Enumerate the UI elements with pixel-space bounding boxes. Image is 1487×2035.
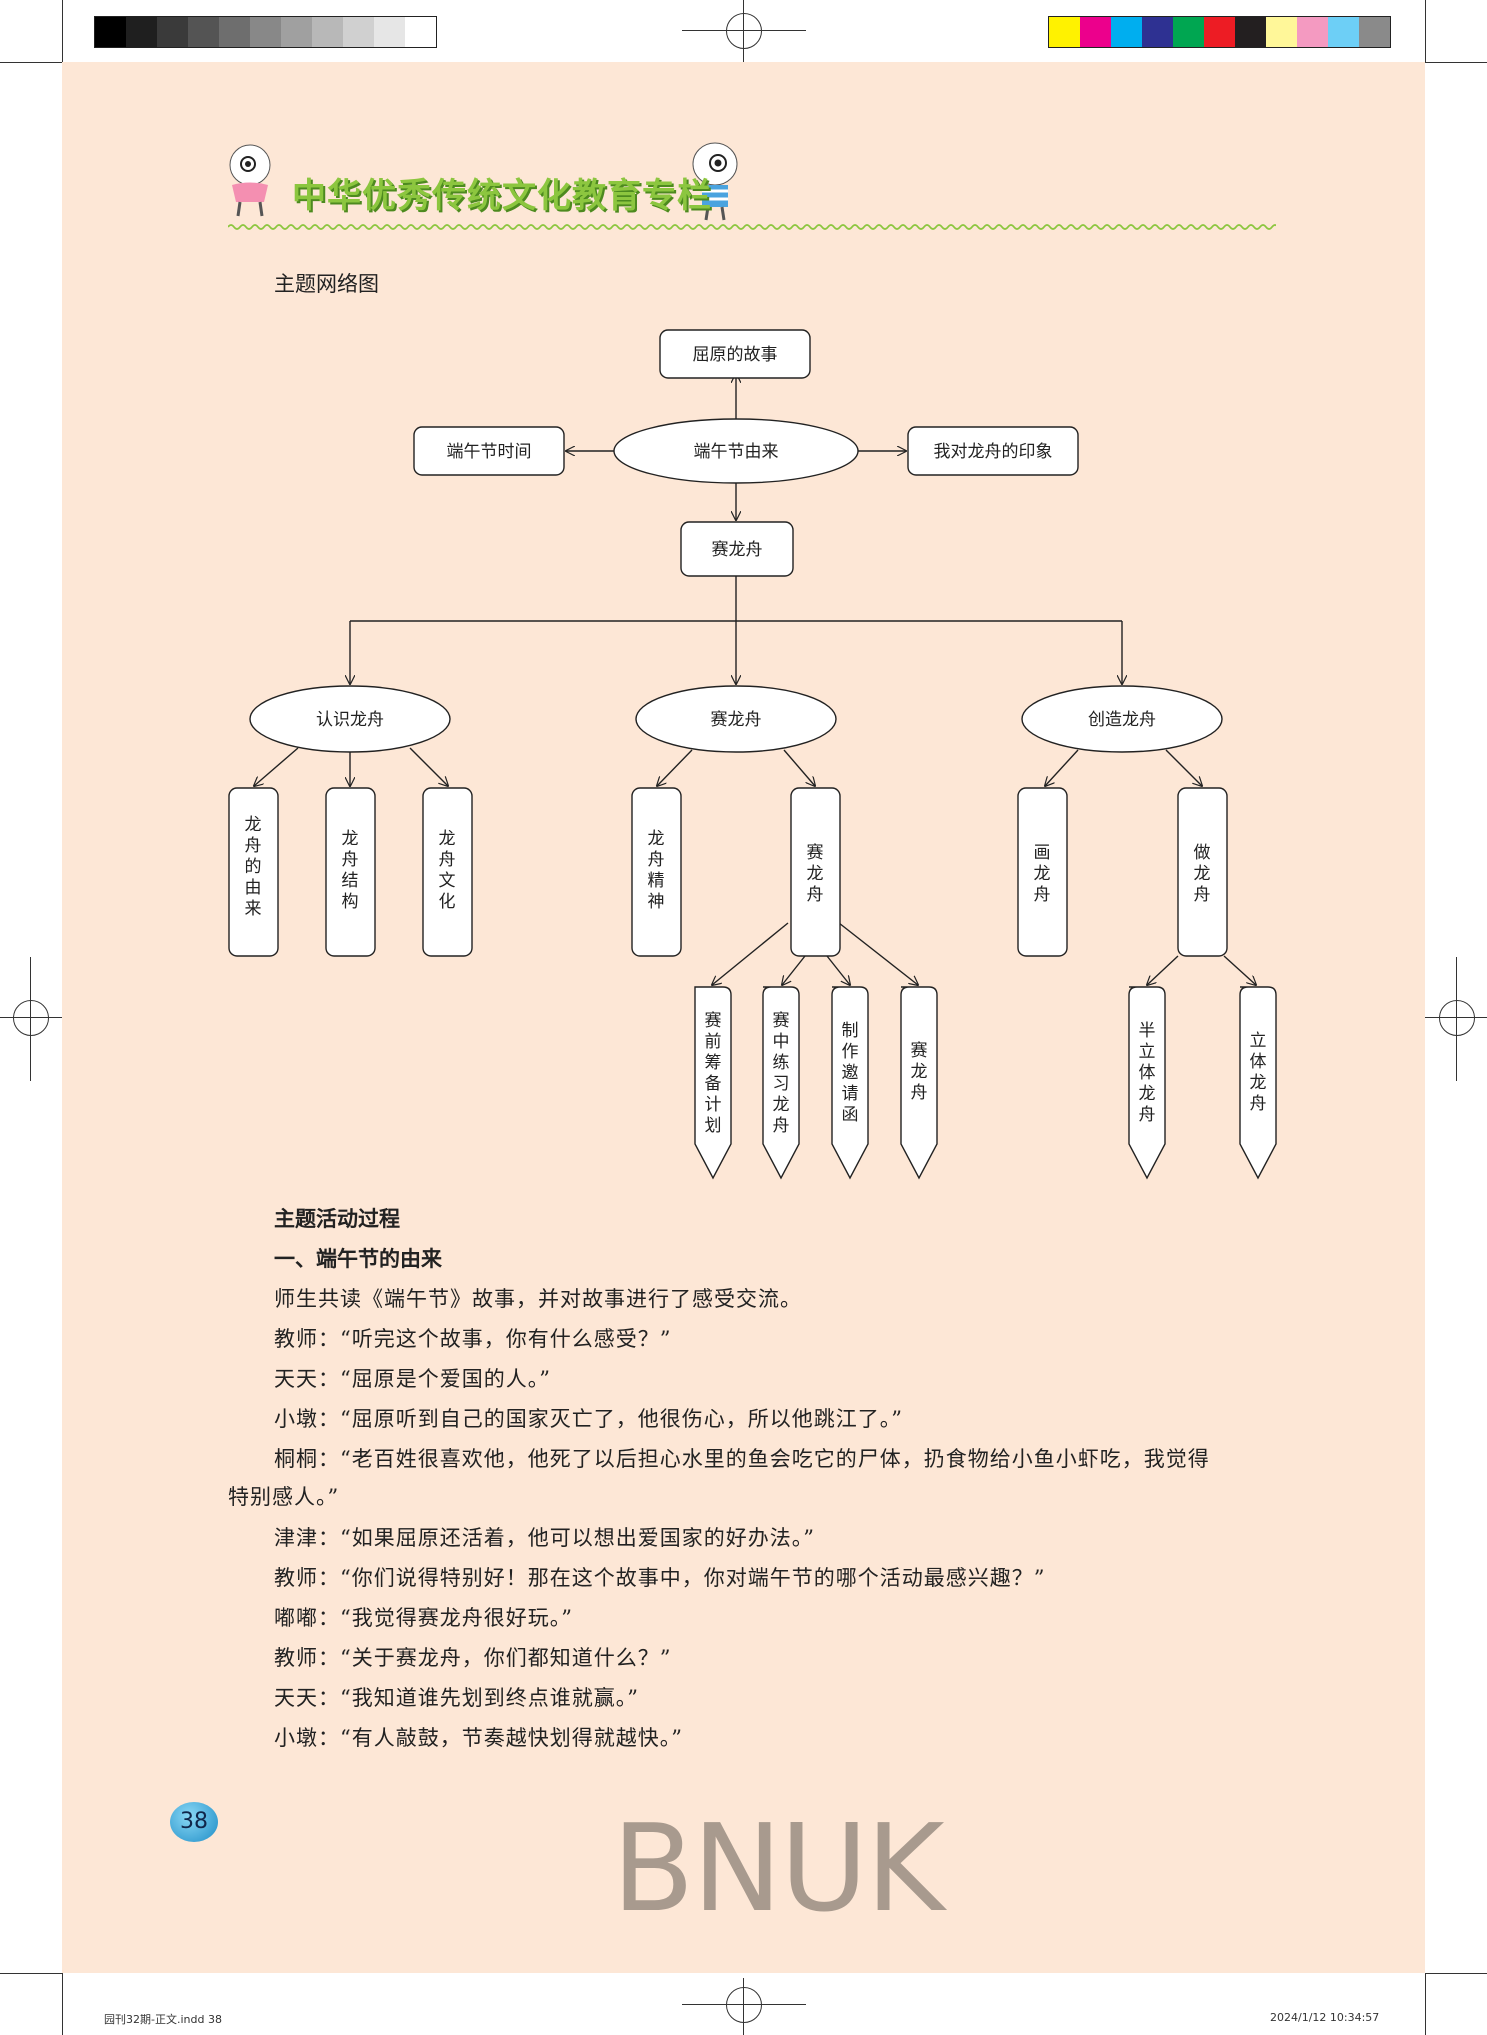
dialogue-line: 嘟嘟：“我觉得赛龙舟很好玩。” <box>274 1606 573 1630</box>
node-branch-know <box>249 685 451 753</box>
arrow-leaf-2 <box>762 986 800 1180</box>
watermark: BNUK <box>612 1800 945 1939</box>
dialogue-line: 教师：“你们说得特别好！那在这个故事中，你对端午节的哪个活动最感兴趣？” <box>274 1566 1046 1590</box>
vertical-node-label: 赛龙舟 <box>807 842 824 905</box>
vertical-node-label: 赛龙舟 <box>911 1040 928 1103</box>
process-subheading: 一、端午节的由来 <box>274 1247 442 1271</box>
label-branch-know: 认识龙舟 <box>316 710 384 730</box>
footer-file-info: 园刊32期-正文.indd 38 <box>104 2013 222 2026</box>
arrow-leaf-1 <box>694 986 732 1180</box>
vertical-node-label: 做龙舟 <box>1194 843 1211 905</box>
vertical-node-label: 制作邀请函 <box>842 1021 859 1125</box>
footer-timestamp: 2024/1/12 10:34:57 <box>1270 2011 1380 2024</box>
vertical-node-label: 画龙舟 <box>1034 843 1051 905</box>
vertical-node-label: 赛前筹备计划 <box>705 1010 722 1136</box>
network-heading: 主题网络图 <box>274 272 379 296</box>
node-dragon-boat-race <box>680 521 794 577</box>
dialogue-line: 教师：“听完这个故事，你有什么感受？” <box>274 1327 672 1351</box>
theme-network-diagram: 屈原的故事 端午节时间 我对龙舟的印象 端午节由来 赛龙舟 认识龙舟 赛龙舟 创… <box>228 329 1277 1180</box>
arrow-leaf-5 <box>1128 986 1166 1180</box>
page-number: 38 <box>170 1802 218 1842</box>
dialogue-line: 津津：“如果屈原还活着，他可以想出爱国家的好办法。” <box>274 1526 815 1550</box>
vertical-node-label: 赛中练习龙舟 <box>773 1010 790 1136</box>
dialogue-line: 小墩：“有人敲鼓，节奏越快划得就越快。” <box>274 1726 683 1750</box>
vertical-node-label: 半立体龙舟 <box>1139 1021 1156 1125</box>
dialogue-line: 桐桐：“老百姓很喜欢他，他死了以后担心水里的鱼会吃它的尸体，扔食物给小鱼小虾吃，… <box>274 1447 1210 1471</box>
label-duanwu-time: 端午节时间 <box>447 442 532 462</box>
dialogue-line: 小墩：“屈原听到自己的国家灭亡了，他很伤心，所以他跳江了。” <box>274 1407 903 1431</box>
node-qu-yuan-story <box>659 329 811 379</box>
vertical-node-label: 龙舟结构 <box>342 829 359 912</box>
vertical-node-label: 龙舟精神 <box>648 829 665 912</box>
dialogue-line: 特别感人。” <box>228 1485 340 1509</box>
node-make-boat <box>1177 787 1228 957</box>
dialogue-line: 天天：“我知道谁先划到终点谁就赢。” <box>274 1686 639 1710</box>
arrow-leaf-6 <box>1239 986 1277 1180</box>
color-bar <box>1048 16 1391 48</box>
label-dragon-boat-race: 赛龙舟 <box>712 539 763 560</box>
dialogue-line: 教师：“关于赛龙舟，你们都知道什么？” <box>274 1646 672 1670</box>
label-qu-yuan-story: 屈原的故事 <box>693 345 778 365</box>
leaf-draw-boat <box>1017 787 1068 957</box>
column-title: 中华优秀传统文化教育专栏 <box>292 176 712 216</box>
grayscale-bar <box>94 16 437 48</box>
page-background <box>62 62 1425 1973</box>
label-branch-create: 创造龙舟 <box>1088 710 1156 730</box>
node-branch-create <box>1021 685 1223 753</box>
label-impression: 我对龙舟的印象 <box>934 442 1053 462</box>
node-duanwu-time <box>413 426 565 476</box>
leaf-boat-culture <box>422 787 473 957</box>
node-race-sub <box>790 787 841 957</box>
mascot-left-icon <box>229 144 271 217</box>
process-heading: 主题活动过程 <box>274 1207 400 1231</box>
arrow-leaf-3 <box>831 986 869 1180</box>
label-root-origin: 端午节由来 <box>694 442 779 462</box>
leaf-boat-spirit <box>631 787 682 957</box>
label-branch-race: 赛龙舟 <box>711 709 762 730</box>
arrow-leaf-4 <box>900 986 938 1180</box>
node-branch-race <box>635 685 837 753</box>
mascot-right-icon <box>692 142 738 221</box>
node-root-origin <box>613 418 859 484</box>
vertical-node-label: 龙舟文化 <box>439 829 456 912</box>
dialogue-line: 师生共读《端午节》故事，并对故事进行了感受交流。 <box>274 1287 802 1311</box>
leaf-boat-origin <box>228 787 279 957</box>
dialogue-line: 天天：“屈原是个爱国的人。” <box>274 1367 551 1391</box>
leaf-boat-structure <box>325 787 376 957</box>
vertical-node-label: 龙舟的由来 <box>245 815 262 919</box>
node-impression <box>907 426 1079 476</box>
vertical-node-label: 立体龙舟 <box>1250 1031 1267 1114</box>
header-wavy-divider <box>228 224 1276 230</box>
